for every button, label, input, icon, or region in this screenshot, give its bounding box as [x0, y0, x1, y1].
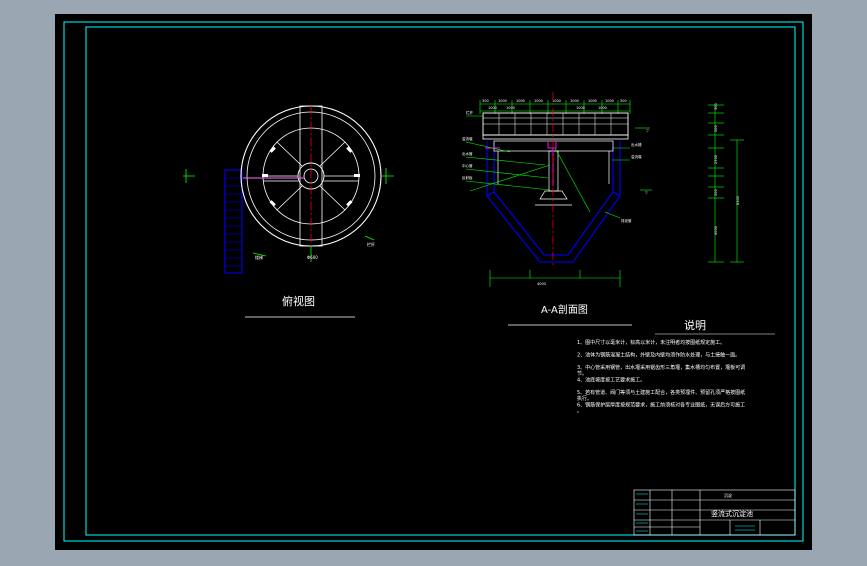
svg-text:1000: 1000	[516, 99, 525, 103]
stair-outline	[224, 169, 243, 274]
svg-text:1000: 1000	[534, 99, 543, 103]
svg-text:出水管: 出水管	[462, 151, 473, 156]
svg-text:1000: 1000	[506, 106, 515, 110]
note-item: 6、钢筋保护层厚度按规范要求，施工前须核对各专业图纸，无误后方可施工。	[577, 402, 745, 415]
svg-text:1000: 1000	[576, 106, 585, 110]
notes-title: 说明	[684, 318, 706, 332]
svg-text:500: 500	[714, 125, 718, 132]
svg-text:8300: 8300	[736, 196, 740, 205]
right-elevation-text: 300 500 2500 500 4000 8300	[714, 103, 740, 235]
svg-text:1000: 1000	[498, 99, 507, 103]
svg-text:出水槽: 出水槽	[631, 142, 642, 147]
svg-text:排泥管: 排泥管	[621, 218, 632, 223]
note-item: 1、图中尺寸以毫米计，标高以米计，未注明者均按图纸规定施工。	[577, 339, 725, 346]
note-item: 4、池底坡度按工艺要求施工。	[577, 377, 645, 384]
svg-text:300: 300	[714, 103, 718, 110]
svg-text:300: 300	[482, 99, 489, 103]
note-item: 2、池体为钢筋混凝土结构，外壁及内壁均须作防水处理，与土接触一面。	[577, 352, 740, 359]
note-item: 5、若有管道、阀门等须与土建施工配合，各类预埋件、预留孔须严格按图纸执行。	[577, 389, 745, 402]
svg-text:▽: ▽	[645, 191, 648, 195]
plan-label-diameter: Φ600	[307, 255, 318, 260]
section-leaders	[465, 115, 652, 287]
svg-text:1000: 1000	[605, 99, 614, 103]
svg-text:1000: 1000	[570, 99, 579, 103]
title-block-project: 沉淀	[724, 492, 732, 498]
svg-text:1000: 1000	[598, 106, 607, 110]
svg-text:500: 500	[714, 189, 718, 196]
section-markers	[183, 168, 394, 262]
right-elevation-dims	[708, 104, 744, 263]
title-block	[633, 489, 796, 536]
svg-text:1000: 1000	[588, 99, 597, 103]
title-block-accents	[636, 493, 755, 532]
svg-text:4000: 4000	[537, 282, 546, 286]
bridge-deck	[482, 134, 629, 140]
railing-posts	[483, 113, 628, 135]
radial-troughs	[263, 141, 359, 211]
section-callouts: 栏杆 溢流堰 出水管 中心管 反射板 出水槽 溢流堰 排泥管 4000 ▽ ▽	[462, 110, 649, 286]
plan-view-drawing: 楼梯 栏杆 Φ600 俯视图	[183, 105, 394, 318]
title-block-drawing-name: 竖流式沉淀池	[711, 509, 753, 518]
svg-text:反射板: 反射板	[462, 175, 473, 180]
note-item: 3、中心管采用钢管，出水堰采用锯齿形三角堰，集水槽均匀布置，堰板可调节。	[577, 364, 745, 377]
top-dimension-chain	[479, 100, 631, 114]
plan-label-stair: 楼梯	[255, 254, 263, 260]
section-view-title: A-A剖面图	[541, 303, 588, 316]
svg-text:溢流堰: 溢流堰	[631, 154, 642, 159]
svg-text:1000: 1000	[552, 99, 561, 103]
notes-block: 说明 1、图中尺寸以毫米计，标高以米计，未注明者均按图纸规定施工。 2、池体为钢筋…	[577, 318, 775, 415]
plan-view-title: 俯视图	[282, 294, 315, 308]
plan-label-rail: 栏杆	[367, 241, 375, 247]
drawing-background	[55, 14, 812, 550]
stair-treads	[225, 177, 242, 267]
svg-text:溢流堰: 溢流堰	[462, 136, 473, 141]
svg-text:1000: 1000	[488, 106, 497, 110]
trough-brackets	[262, 146, 360, 207]
inner-frame	[85, 26, 796, 536]
notes-list: 1、图中尺寸以毫米计，标高以米计，未注明者均按图纸规定施工。 2、池体为钢筋混凝土…	[577, 339, 745, 415]
svg-text:4000: 4000	[714, 226, 718, 235]
outer-frame	[63, 21, 804, 542]
svg-text:▽: ▽	[646, 129, 649, 133]
svg-text:栏杆: 栏杆	[466, 110, 474, 115]
svg-text:300: 300	[620, 99, 627, 103]
svg-text:中心管: 中心管	[462, 163, 473, 168]
svg-text:2500: 2500	[714, 155, 718, 164]
